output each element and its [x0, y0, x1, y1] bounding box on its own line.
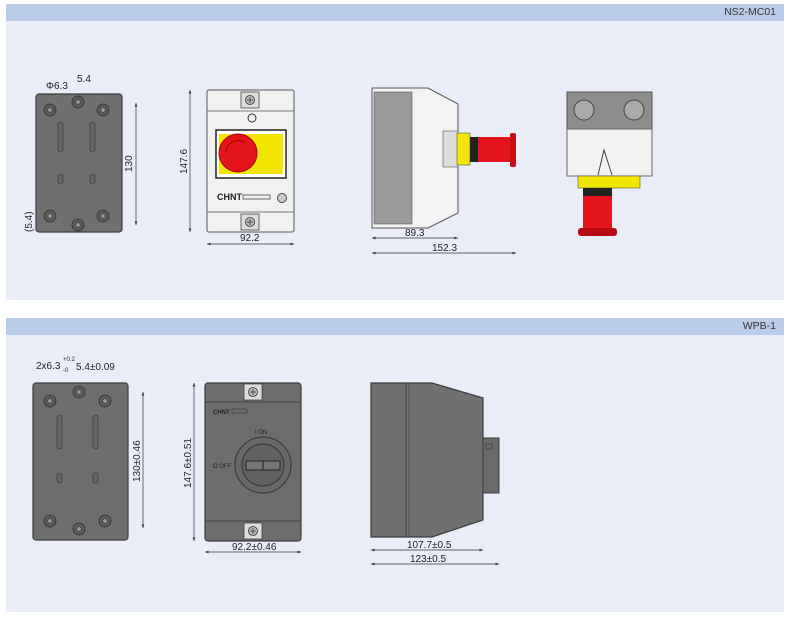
emergency-stop-icon [218, 133, 258, 173]
hole-tol-upper: +0.2 [63, 357, 76, 363]
wpb-side-view: 107.7±0.5 123±0.5 [370, 382, 500, 566]
hole-tol-lower: -0 [63, 368, 69, 374]
brand-label: CHNT [213, 410, 230, 416]
hole-spacing-label: 5.4 [77, 74, 91, 85]
total-depth-label: 123±0.5 [410, 554, 447, 565]
total-depth-label: 152.3 [432, 243, 457, 254]
on-label: I ON [255, 430, 267, 436]
hole-spacing-label: 5.4±0.09 [76, 362, 115, 373]
height-label: 147.6 [179, 149, 190, 174]
ns2-side-view: 89.3 152.3 [371, 87, 516, 255]
model-title: WPB-1 [742, 320, 776, 332]
hole-dia-label: 2x6.3 [36, 361, 61, 372]
ns2-top-view [566, 91, 653, 236]
wpb-front-view: CHNT I ON O OFF 147.6±0.51 92.2±0.46 [183, 382, 302, 554]
hole-dia-label: Φ6.3 [46, 81, 68, 92]
model-title: NS2-MC01 [724, 6, 776, 18]
section-header-wpb: WPB-1 [6, 318, 784, 335]
width-label: 92.2±0.46 [232, 542, 277, 553]
mount-height-label: 130±0.46 [132, 440, 143, 482]
mount-height-label: 130 [124, 155, 135, 172]
wpb-back-view: 2x6.3 +0.2 -0 5.4±0.09 130±0.46 [32, 357, 145, 541]
height-label: 147.6±0.51 [183, 438, 194, 488]
bottom-offset-label: (5.4) [24, 211, 35, 232]
ns2-front-view: CHNT 147.6 92.2 [179, 89, 295, 246]
width-label: 92.2 [240, 233, 260, 244]
brand-label: CHNT [217, 192, 242, 202]
body-depth-label: 89.3 [405, 228, 425, 239]
section-header-ns2: NS2-MC01 [6, 4, 784, 21]
off-label: O OFF [213, 464, 232, 470]
ns2-back-view: Φ6.3 5.4 130 (5.4) [24, 74, 138, 233]
body-depth-label: 107.7±0.5 [407, 540, 452, 551]
